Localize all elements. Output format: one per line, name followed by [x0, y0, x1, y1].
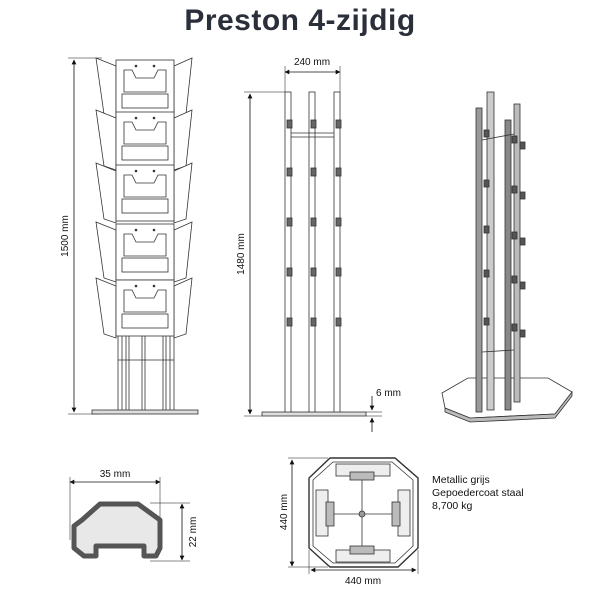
dim-width-top: 240 mm: [294, 57, 330, 68]
clip: [310, 317, 317, 327]
clip: [511, 323, 518, 332]
clip: [519, 191, 526, 200]
clip: [519, 281, 526, 290]
base-top-view: [288, 457, 419, 574]
clip: [335, 317, 342, 327]
brochure-tier: [95, 109, 193, 171]
clip: [310, 267, 317, 277]
clip: [310, 217, 317, 227]
clip: [511, 231, 518, 240]
spec-list: Metallic grijs Gepoedercoat staal 8,700 …: [432, 474, 524, 513]
clip: [511, 275, 518, 284]
brochure-tier: [95, 221, 193, 283]
spec-color: Metallic grijs: [432, 474, 490, 486]
clip: [483, 225, 490, 234]
perspective-view: [441, 91, 573, 423]
dim-base-depth: 440 mm: [279, 494, 290, 530]
dim-base-width: 440 mm: [345, 576, 381, 587]
clip: [286, 119, 293, 129]
dim-base-thickness: 6 mm: [376, 388, 401, 399]
clip: [286, 317, 293, 327]
brochure-tier: [95, 162, 193, 224]
spec-material: Gepoedercoat staal: [432, 487, 524, 499]
dim-height-frame: 1480 mm: [236, 233, 247, 275]
clip: [310, 119, 317, 129]
dim-height-total: 1500 mm: [60, 215, 71, 257]
clip: [310, 167, 317, 177]
clip: [511, 135, 518, 144]
clip: [519, 141, 526, 150]
clip: [286, 167, 293, 177]
clip: [335, 119, 342, 129]
brochure-tier: [95, 277, 193, 339]
brochure-tier: [95, 57, 193, 119]
page-title: Preston 4-zijdig: [184, 4, 416, 37]
spec-weight: 8,700 kg: [432, 500, 473, 512]
front-view: [68, 57, 199, 415]
clip: [335, 167, 342, 177]
clip: [335, 217, 342, 227]
clip: [483, 317, 490, 326]
clip: [286, 267, 293, 277]
clip: [286, 217, 293, 227]
clip: [483, 269, 490, 278]
clip: [511, 185, 518, 194]
clip: [519, 237, 526, 246]
dim-profile-height: 22 mm: [188, 517, 199, 548]
side-view: [244, 66, 382, 432]
clip: [483, 179, 490, 188]
clip: [335, 267, 342, 277]
clip: [519, 329, 526, 338]
profile-section: [69, 477, 190, 562]
dim-profile-width: 35 mm: [100, 469, 131, 480]
clip: [483, 129, 490, 138]
